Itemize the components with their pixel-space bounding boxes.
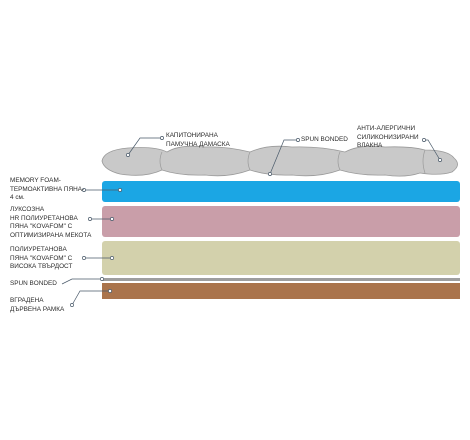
dot-top-spun bbox=[268, 172, 272, 176]
quilted-damask-layer bbox=[101, 145, 458, 177]
dot-spun-bottom bbox=[100, 277, 104, 281]
leader-quilted bbox=[127, 137, 162, 156]
wooden-frame-layer bbox=[102, 283, 460, 299]
label-memory-foam: MEMORY FOAM-ТЕРМОАКТИВНА ПЯНА-4 см. bbox=[10, 177, 85, 202]
spun-bonded-bottom-layer bbox=[102, 278, 460, 281]
luxury-hr-foam-layer bbox=[102, 206, 460, 237]
leader-dots bbox=[70, 136, 442, 307]
dot-pu-end bbox=[82, 256, 86, 260]
label-top-spun-bonded: SPUN BONDED bbox=[301, 136, 348, 143]
dot-hr bbox=[110, 217, 114, 221]
dot-pu bbox=[110, 256, 114, 260]
memory-foam-layer bbox=[102, 181, 460, 202]
dot-hr-end bbox=[88, 217, 92, 221]
dot-antiallergic bbox=[438, 158, 442, 162]
dot-memory bbox=[118, 188, 122, 192]
dot-frame bbox=[108, 289, 112, 293]
leader-frame bbox=[71, 290, 110, 306]
quilting-seam-lines bbox=[159, 149, 426, 174]
pu-foam-layer bbox=[102, 241, 460, 275]
leader-spun-bottom bbox=[61, 278, 102, 285]
dot-quilted bbox=[126, 153, 130, 157]
dot-antiallergic-end bbox=[422, 138, 426, 142]
dot-quilted-end bbox=[160, 136, 164, 140]
dot-frame-end bbox=[70, 303, 74, 307]
leader-top-spun bbox=[269, 139, 298, 175]
label-bottom-spun-bonded: SPUN BONDED bbox=[10, 280, 57, 287]
dot-top-spun-end bbox=[296, 138, 300, 142]
dot-memory-end bbox=[82, 188, 86, 192]
